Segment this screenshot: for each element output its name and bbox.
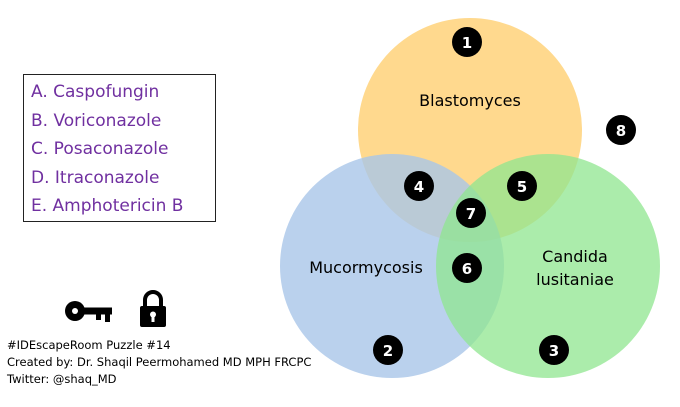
key-icon [65,301,112,322]
option-e: E. Amphotericin B [31,196,184,217]
label-lusitaniae: lusitaniae [536,270,614,289]
region-number-4: 4 [414,178,424,196]
option-b: B. Voriconazole [31,110,162,131]
region-number-7: 7 [466,205,476,223]
circle-mucormycosis [280,154,504,378]
region-badge-1: 1 [452,27,482,57]
puzzle-title: #IDEscapeRoom Puzzle #14 [7,338,171,352]
region-badge-3: 3 [539,335,569,365]
label-mucormycosis: Mucormycosis [309,258,423,277]
author-line: Created by: Dr. Shaqil Peermohamed MD MP… [7,355,312,369]
region-number-5: 5 [517,178,527,196]
region-number-6: 6 [462,260,472,278]
region-number-8: 8 [616,122,626,140]
region-badge-8: 8 [606,115,636,145]
region-badge-4: 4 [404,171,434,201]
label-candida: Candida [542,247,608,266]
region-badge-2: 2 [373,335,403,365]
circle-candida-lusitaniae [436,154,660,378]
region-badge-6: 6 [452,253,482,283]
credits: #IDEscapeRoom Puzzle #14 Created by: Dr.… [7,337,311,388]
region-number-3: 3 [549,342,559,360]
region-badge-7: 7 [456,198,486,228]
option-d: D. Itraconazole [31,167,160,188]
region-badge-5: 5 [507,171,537,201]
lock-icon [140,290,166,327]
option-a: A. Caspofungin [31,82,160,102]
twitter-handle: Twitter: @shaq_MD [7,372,117,386]
label-blastomyces: Blastomyces [419,91,521,110]
answer-options-box: A. Caspofungin B. Voriconazole C. Posaco… [23,74,216,222]
region-number-2: 2 [383,342,393,360]
option-c: C. Posaconazole [31,139,169,160]
region-number-1: 1 [462,34,472,52]
